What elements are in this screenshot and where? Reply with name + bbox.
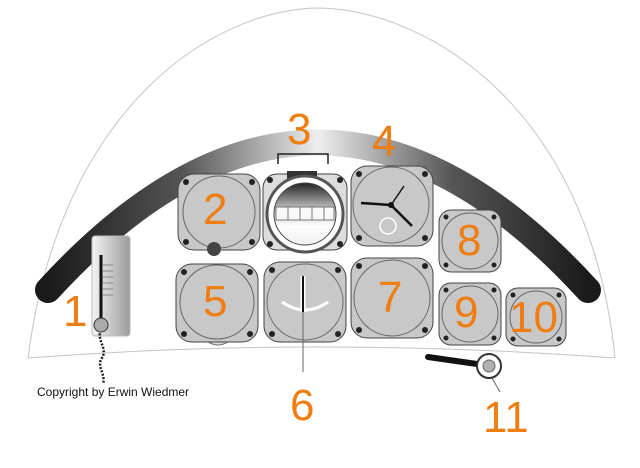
gauge-10: [505, 287, 567, 347]
label-3: 3: [287, 105, 312, 154]
canopy-outline: [27, 7, 616, 359]
label-1: 1: [63, 287, 88, 336]
bead-chain: [98, 329, 105, 385]
label-11: 11: [483, 393, 529, 442]
valve-lever: [425, 354, 487, 368]
trim-knob: [93, 317, 109, 333]
label-7: 7: [378, 273, 403, 322]
label-9: 9: [454, 288, 479, 337]
label-10: 10: [509, 293, 558, 342]
clock-4: [350, 165, 434, 247]
glare-shield-arc: [35, 129, 601, 303]
label-8: 8: [457, 216, 482, 265]
gauge-8: [438, 209, 502, 273]
gauge-9: [438, 282, 502, 346]
copyright-notice: Copyright by Erwin Wiedmer: [37, 385, 190, 399]
valve-knob-center: [482, 359, 496, 373]
compass-3: [262, 153, 348, 254]
leader-line-11: [491, 377, 501, 393]
gauge-7: [350, 257, 434, 339]
label-6: 6: [290, 381, 315, 430]
knob: [207, 242, 221, 256]
label-2: 2: [203, 185, 228, 234]
panel-bottom-edge: [27, 346, 616, 359]
gauge-5: [175, 263, 259, 346]
indicator-6: [263, 261, 347, 343]
label-4: 4: [372, 117, 397, 166]
label-5: 5: [203, 277, 228, 326]
